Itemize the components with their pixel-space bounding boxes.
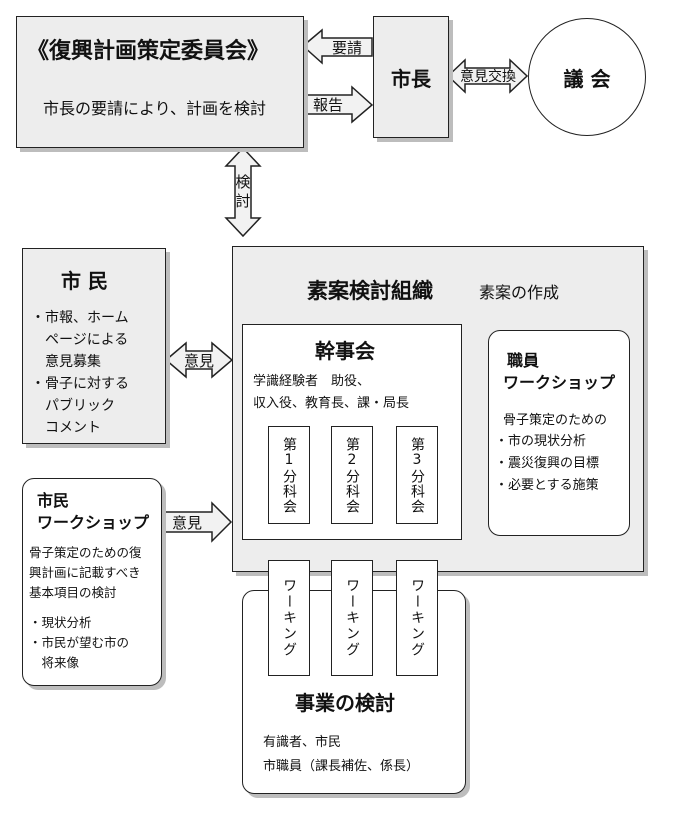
staff-ws-item: ・必要とする施策	[495, 478, 599, 493]
citizens-item: ・骨子に対する	[31, 376, 129, 392]
mayor-label: 市長	[391, 66, 431, 91]
opinion-label-1: 意見	[183, 351, 214, 370]
citizen-ws-desc-line: 興計画に記載すべき	[29, 565, 141, 580]
exchange-arrow	[446, 58, 529, 94]
report-label: 報告	[312, 96, 343, 114]
citizen-ws-items: ・現状分析 ・市民が望む市の 将来像	[29, 613, 129, 673]
citizen-ws-desc: 骨子策定のための復 興計画に記載すべき 基本項目の検討	[29, 543, 142, 603]
citizens-item: パブリック	[31, 398, 115, 414]
review-label: 検討	[233, 174, 252, 212]
staff-ws-title-1: 職員	[507, 351, 540, 370]
staff-ws-items: ・市の現状分析 ・震災復興の目標 ・必要とする施策	[495, 431, 599, 497]
request-label: 要請	[331, 38, 362, 57]
citizens-item: ページによる	[31, 332, 129, 348]
staff-ws-item: ・市の現状分析	[495, 434, 587, 449]
opinion-label-2: 意見	[171, 513, 202, 532]
citizens-item: コメント	[31, 420, 101, 436]
request-arrow	[301, 28, 373, 65]
council-circle: 議 会	[528, 18, 646, 136]
working-3-label: ワーキング	[409, 578, 425, 658]
org-subtitle: 素案の作成	[479, 283, 560, 302]
citizen-workshop-box: 市民 ワークショップ 骨子策定のための復 興計画に記載すべき 基本項目の検討 ・…	[22, 478, 162, 686]
opinion-arrow-2	[161, 501, 233, 543]
business-members: 有識者、市民 市職員（課長補佐、係長）	[263, 731, 419, 779]
staff-ws-item: ・震災復興の目標	[495, 456, 600, 471]
subcommittee-2: 第2分科会	[331, 426, 373, 524]
citizen-ws-title-1: 市民	[37, 491, 70, 510]
review-arrow	[224, 146, 262, 238]
subcommittee-1: 第1分科会	[268, 426, 310, 524]
citizen-ws-item: 将来像	[29, 655, 80, 670]
working-2: ワーキング	[331, 560, 373, 676]
citizens-item: 意見募集	[31, 354, 101, 370]
citizen-ws-desc-line: 基本項目の検討	[29, 585, 117, 600]
citizen-ws-desc-line: 骨子策定のための復	[29, 545, 142, 560]
subcommittee-2-label: 第2分科会	[344, 436, 360, 514]
committee-desc: 市長の要請により、計画を検討	[43, 99, 267, 118]
kanji-title: 幹事会	[315, 339, 375, 363]
citizen-ws-item: ・市民が望む市の	[29, 635, 130, 650]
kanji-member-line: 収入役、教育長、課・局長	[253, 396, 410, 411]
citizens-box: 市 民 ・市報、ホーム ページによる 意見募集 ・骨子に対する パブリック コメ…	[22, 248, 166, 444]
committee-title: 《復興計画策定委員会》	[27, 39, 270, 64]
citizen-ws-title-2: ワークショップ	[37, 513, 150, 532]
mayor-box: 市長	[373, 16, 449, 138]
citizen-ws-item: ・現状分析	[29, 615, 92, 630]
business-title: 事業の検討	[295, 691, 395, 715]
council-label: 議 会	[563, 66, 611, 91]
staff-workshop-box: 職員 ワークショップ 骨子策定のための ・市の現状分析 ・震災復興の目標 ・必要…	[488, 330, 630, 536]
working-2-label: ワーキング	[344, 578, 360, 658]
business-member-line: 市職員（課長補佐、係長）	[263, 759, 420, 774]
subcommittee-1-label: 第1分科会	[281, 436, 297, 514]
working-1-label: ワーキング	[281, 578, 297, 658]
citizens-item: ・市報、ホーム	[31, 310, 129, 326]
org-title: 素案検討組織	[307, 279, 433, 303]
working-3: ワーキング	[396, 560, 438, 676]
business-member-line: 有識者、市民	[263, 735, 342, 750]
citizens-items: ・市報、ホーム ページによる 意見募集 ・骨子に対する パブリック コメント	[31, 307, 129, 439]
citizens-title: 市 民	[61, 269, 108, 293]
working-1: ワーキング	[268, 560, 310, 676]
subcommittee-3-label: 第3分科会	[409, 436, 425, 514]
committee-box: 《復興計画策定委員会》 市長の要請により、計画を検討	[16, 16, 304, 148]
report-arrow	[302, 85, 374, 124]
subcommittee-3: 第3分科会	[396, 426, 438, 524]
exchange-label: 意見交換	[460, 69, 516, 85]
staff-ws-title-2: ワークショップ	[503, 373, 616, 392]
kanji-member-line: 学識経験者 助役、	[253, 374, 371, 389]
staff-ws-desc: 骨子策定のための	[503, 413, 608, 428]
kanji-members: 学識経験者 助役、 収入役、教育長、課・局長	[253, 371, 409, 415]
